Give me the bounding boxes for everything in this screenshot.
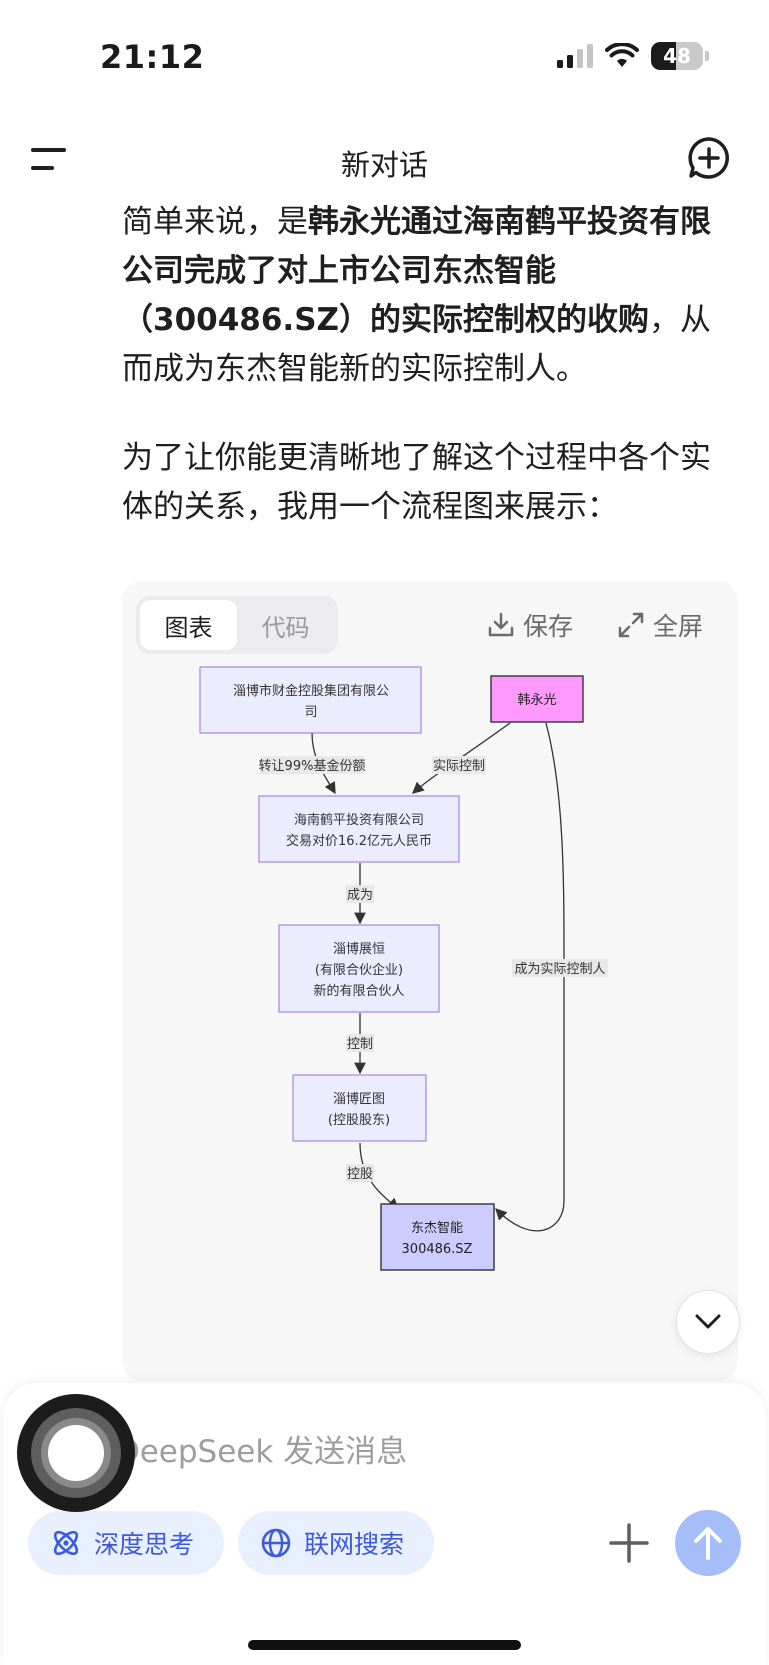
node-zhanheng-line-3: 新的有限合伙人: [313, 983, 404, 999]
edge-label-bg-become: [346, 885, 374, 903]
home-indicator[interactable]: [248, 1640, 521, 1650]
message-paragraph-intro: 为了让你能更清晰地了解这个过程中各个实体的关系，我用一个流程图来展示：: [122, 440, 711, 525]
edge-label-bg-transfer: [260, 756, 364, 774]
tab-code[interactable]: 代码: [261, 613, 310, 642]
battery-cap: [705, 51, 709, 61]
summary-prefix: 简单来说，是: [122, 204, 308, 240]
assistive-touch-button[interactable]: [17, 1394, 135, 1512]
cellular-signal-icon: [557, 44, 593, 68]
summary-suffix: 。: [556, 351, 587, 387]
node-zhanheng-line-2: (有限合伙企业): [315, 962, 403, 978]
node-zibo-jiangtu: 淄博匠图 (控股股东): [292, 1074, 427, 1142]
globe-icon: [261, 1528, 291, 1558]
edge-han-dongjie: [495, 722, 565, 1232]
node-han-yongguang: 韩永光: [490, 675, 584, 723]
deep-think-label: 深度思考: [94, 1530, 195, 1559]
assistive-touch-core: [48, 1425, 104, 1481]
add-attachment-icon[interactable]: [603, 1517, 655, 1569]
edge-label-actual-control: 实际控制: [433, 759, 485, 774]
tab-chart[interactable]: 图表: [140, 600, 237, 650]
node-jiangtu-line-2: (控股股东): [328, 1113, 390, 1128]
summary-mid: ，从而成为: [122, 302, 711, 387]
view-toggle: 图表 代码: [136, 596, 338, 654]
deep-think-button[interactable]: 深度思考: [28, 1511, 224, 1575]
edge-label-become: 成为: [347, 888, 373, 903]
summary-bold-1: 韩永光通过海南鹤平投资有限公司完成了对上市公司东杰智能（300486.SZ）的实…: [122, 204, 711, 338]
node-zhanheng-line-1: 淄博展恒: [333, 942, 385, 957]
status-icons: 48: [557, 42, 709, 70]
assistive-touch-ring-outer: [31, 1408, 121, 1498]
web-search-label: 联网搜索: [304, 1530, 405, 1559]
node-dongjie-line-2: 300486.SZ: [402, 1242, 473, 1257]
web-search-button[interactable]: 联网搜索: [238, 1511, 434, 1575]
node-jiangtu-line-1: 淄博匠图: [333, 1092, 385, 1107]
node-hainan-heping: 海南鹤平投资有限公司 交易对价16.2亿元人民币: [258, 795, 460, 863]
node-zibo-finance: 淄博市财金控股集团有限公 司: [199, 666, 422, 734]
chevron-down-icon: [695, 1314, 721, 1329]
edge-label-bg-control: [346, 1034, 374, 1052]
status-time: 21:12: [100, 38, 205, 76]
node-dongjie: 东杰智能 300486.SZ: [380, 1203, 495, 1271]
atom-icon: [53, 1530, 79, 1556]
edge-label-become-controller: 成为实际控制人: [514, 962, 605, 977]
node-zibo-finance-line-1: 淄博市财金控股集团有限公: [233, 683, 389, 699]
message-input[interactable]: [73, 1421, 617, 1483]
save-button[interactable]: 保存: [487, 607, 573, 643]
edge-label-hold: 控股: [347, 1167, 373, 1182]
menu-icon[interactable]: [30, 144, 70, 174]
node-hainan-line-2: 交易对价16.2亿元人民币: [286, 833, 432, 849]
edge-label-transfer: 转让99%基金份额: [259, 758, 366, 774]
fullscreen-label: 全屏: [653, 612, 704, 641]
node-zibo-zhanheng: 淄博展恒 (有限合伙企业) 新的有限合伙人: [278, 924, 440, 1013]
scroll-down-button[interactable]: [676, 1290, 740, 1354]
wifi-icon: [605, 43, 639, 67]
battery-level: 48: [663, 44, 691, 68]
summary-bold-2: 东杰智能新的实际控制人: [215, 351, 556, 387]
node-dongjie-line-1: 东杰智能: [411, 1221, 463, 1236]
new-chat-icon[interactable]: [687, 136, 731, 180]
node-han-line-1: 韩永光: [517, 693, 556, 708]
download-icon: [488, 612, 514, 637]
page-title: 新对话: [340, 148, 428, 182]
flowchart: 转让99%基金份额 实际控制 成为 控制 控股 成为实际控制人 淄博市财金控股集…: [199, 666, 608, 1271]
edge-label-bg-hold: [346, 1164, 374, 1182]
battery-icon: 48: [651, 42, 703, 70]
arrow-up-icon: [694, 1527, 722, 1560]
edge-label-control: 控制: [347, 1037, 373, 1052]
message-paragraph-summary: 简单来说，是韩永光通过海南鹤平投资有限公司完成了对上市公司东杰智能（300486…: [122, 198, 722, 394]
node-zibo-finance-line-2: 司: [304, 705, 317, 720]
edge-label-bg-become-controller: [512, 959, 608, 977]
node-hainan-line-1: 海南鹤平投资有限公司: [294, 812, 424, 828]
fullscreen-button[interactable]: 全屏: [617, 607, 703, 643]
edge-label-bg-actual-control: [432, 756, 486, 774]
send-button[interactable]: [675, 1510, 741, 1576]
save-label: 保存: [523, 612, 574, 641]
diagram-card: 图表 代码 保存 全屏 转让99%基金份额 实际控制: [122, 581, 738, 1381]
expand-icon: [618, 612, 644, 638]
assistive-touch-ring-inner: [41, 1418, 111, 1488]
